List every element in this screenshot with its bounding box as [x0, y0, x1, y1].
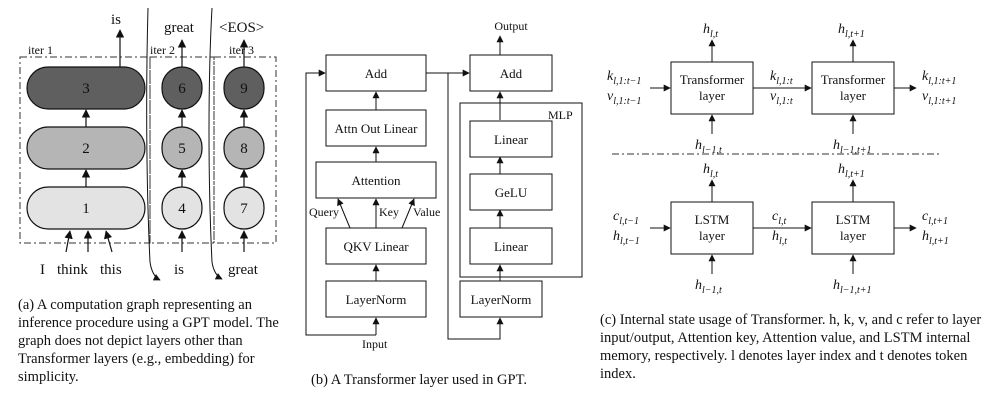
- lstm-h-lm1-t-bottom: hl−1,t: [695, 278, 722, 296]
- layernorm-label-left: LayerNorm: [346, 292, 407, 307]
- caption-panel-c: (c) Internal state usage of Transformer.…: [600, 312, 982, 382]
- gelu-box: [469, 173, 553, 211]
- c-out: cl,t+1: [922, 209, 948, 227]
- h-lm1-t1-bottom: hl−1,t+1: [833, 138, 872, 156]
- feedback-curve-is: [146, 7, 161, 281]
- node-3-label: 3: [82, 81, 90, 97]
- output-token-great: great: [164, 20, 195, 36]
- h-l-t1-top: hl,t+1: [838, 22, 865, 40]
- iter-1-label: iter 1: [28, 43, 53, 57]
- h-out: hl,t+1: [922, 229, 949, 247]
- query-label: Query: [309, 205, 339, 219]
- caption-panel-b: (b) A Transformer layer used in GPT.: [311, 372, 527, 388]
- qkv-linear-box: [325, 227, 427, 265]
- panel-b-arrows: [305, 35, 504, 340]
- attention-label: Attention: [351, 173, 401, 188]
- input-token-think: think: [57, 262, 88, 278]
- mlp-label: MLP: [548, 108, 573, 122]
- h-lm1-t-bottom: hl−1,t: [695, 138, 722, 156]
- input-label: Input: [362, 337, 388, 351]
- value-label: Value: [413, 205, 440, 219]
- lstm-box-t-line1: LSTM: [695, 212, 730, 227]
- iter-3-label: iter 3: [229, 43, 254, 57]
- linear-box-top: [469, 120, 553, 158]
- layer-arrows: [64, 29, 249, 253]
- add-label-right: Add: [500, 66, 523, 81]
- k-out: kl,1:t+1: [922, 69, 956, 87]
- qkv-linear-label: QKV Linear: [343, 239, 409, 254]
- c-mid: cl,t: [772, 209, 786, 227]
- fed-token-great: great: [228, 262, 259, 278]
- transformer-box-t-line2: layer: [699, 88, 726, 103]
- transformer-box-t: [670, 61, 754, 115]
- v-out: vl,1:t+1: [922, 89, 956, 107]
- node-7-label: 7: [240, 201, 248, 217]
- iter-1-frame: [19, 56, 151, 244]
- input-token-this: this: [100, 262, 122, 278]
- transformer-box-t-line1: Transformer: [680, 72, 745, 87]
- key-label: Key: [379, 205, 399, 219]
- lstm-box-t1-line2: layer: [840, 228, 867, 243]
- k-in: kl,1:t−1: [607, 69, 641, 87]
- panel-c-math-labels: hl,t hl,t+1 hl−1,t hl−1,t+1 kl,1:t−1 vl,…: [607, 22, 956, 296]
- v-mid: vl,1:t: [770, 89, 793, 107]
- k-mid: kl,1:t: [770, 69, 793, 87]
- node-2-label: 2: [82, 141, 90, 157]
- linear-label-bottom: Linear: [494, 239, 529, 254]
- transformer-box-t1-line2: layer: [840, 88, 867, 103]
- output-token-eos: <EOS>: [219, 20, 264, 36]
- node-5-label: 5: [178, 141, 186, 157]
- lstm-box-t1-line1: LSTM: [836, 212, 871, 227]
- node-6-label: 6: [178, 81, 186, 97]
- output-label: Output: [494, 19, 528, 33]
- linear-box-bottom: [469, 227, 553, 265]
- lstm-h-l-t1-top: hl,t+1: [838, 162, 865, 180]
- gelu-label: GeLU: [495, 185, 528, 200]
- node-4-label: 4: [178, 201, 186, 217]
- iter-3-frame: [213, 56, 277, 244]
- panel-c-arrows: [650, 39, 917, 274]
- node-9-label: 9: [240, 81, 248, 97]
- transformer-box-t1-line1: Transformer: [821, 72, 886, 87]
- add-box-right: [469, 54, 553, 92]
- v-in: vl,1:t−1: [607, 89, 641, 107]
- lstm-box-t-line2: layer: [699, 228, 726, 243]
- attention-box: [315, 161, 437, 199]
- caption-panel-a: (a) A computation graph representing an …: [18, 297, 279, 385]
- iter-2-label: iter 2: [150, 43, 175, 57]
- h-l-t-top: hl,t: [703, 22, 718, 40]
- node-1-label: 1: [82, 201, 90, 217]
- add-label-left: Add: [365, 66, 388, 81]
- panel-b-transformer-layer: Add Attn Out Linear Attention QKV Linear…: [305, 19, 583, 351]
- c-in: cl,t−1: [613, 209, 639, 227]
- mlp-container: [459, 102, 583, 278]
- attn-out-linear-label: Attn Out Linear: [334, 121, 418, 136]
- panel-a-computation-graph: iter 1 iter 2 iter 3 3 2 1 6 5 4 9 8 7: [19, 7, 277, 281]
- lstm-h-l-t-top: hl,t: [703, 162, 718, 180]
- input-token-i: I: [40, 262, 45, 278]
- node-8-label: 8: [240, 141, 248, 157]
- output-token-is: is: [111, 12, 121, 28]
- layernorm-label-right: LayerNorm: [471, 292, 532, 307]
- layernorm-box-right: [459, 280, 543, 318]
- h-mid: hl,t: [772, 229, 787, 247]
- node-3: [26, 66, 146, 110]
- add-box-left: [325, 54, 427, 92]
- lstm-h-lm1-t1-bottom: hl−1,t+1: [833, 278, 872, 296]
- linear-label-top: Linear: [494, 132, 529, 147]
- fed-token-is: is: [174, 262, 184, 278]
- feedback-curve-great: [208, 7, 223, 280]
- h-in: hl,t−1: [613, 229, 640, 247]
- lstm-box-t1: [811, 201, 895, 255]
- panel-c-state-usage: Transformer layer Transformer layer LSTM…: [607, 22, 956, 296]
